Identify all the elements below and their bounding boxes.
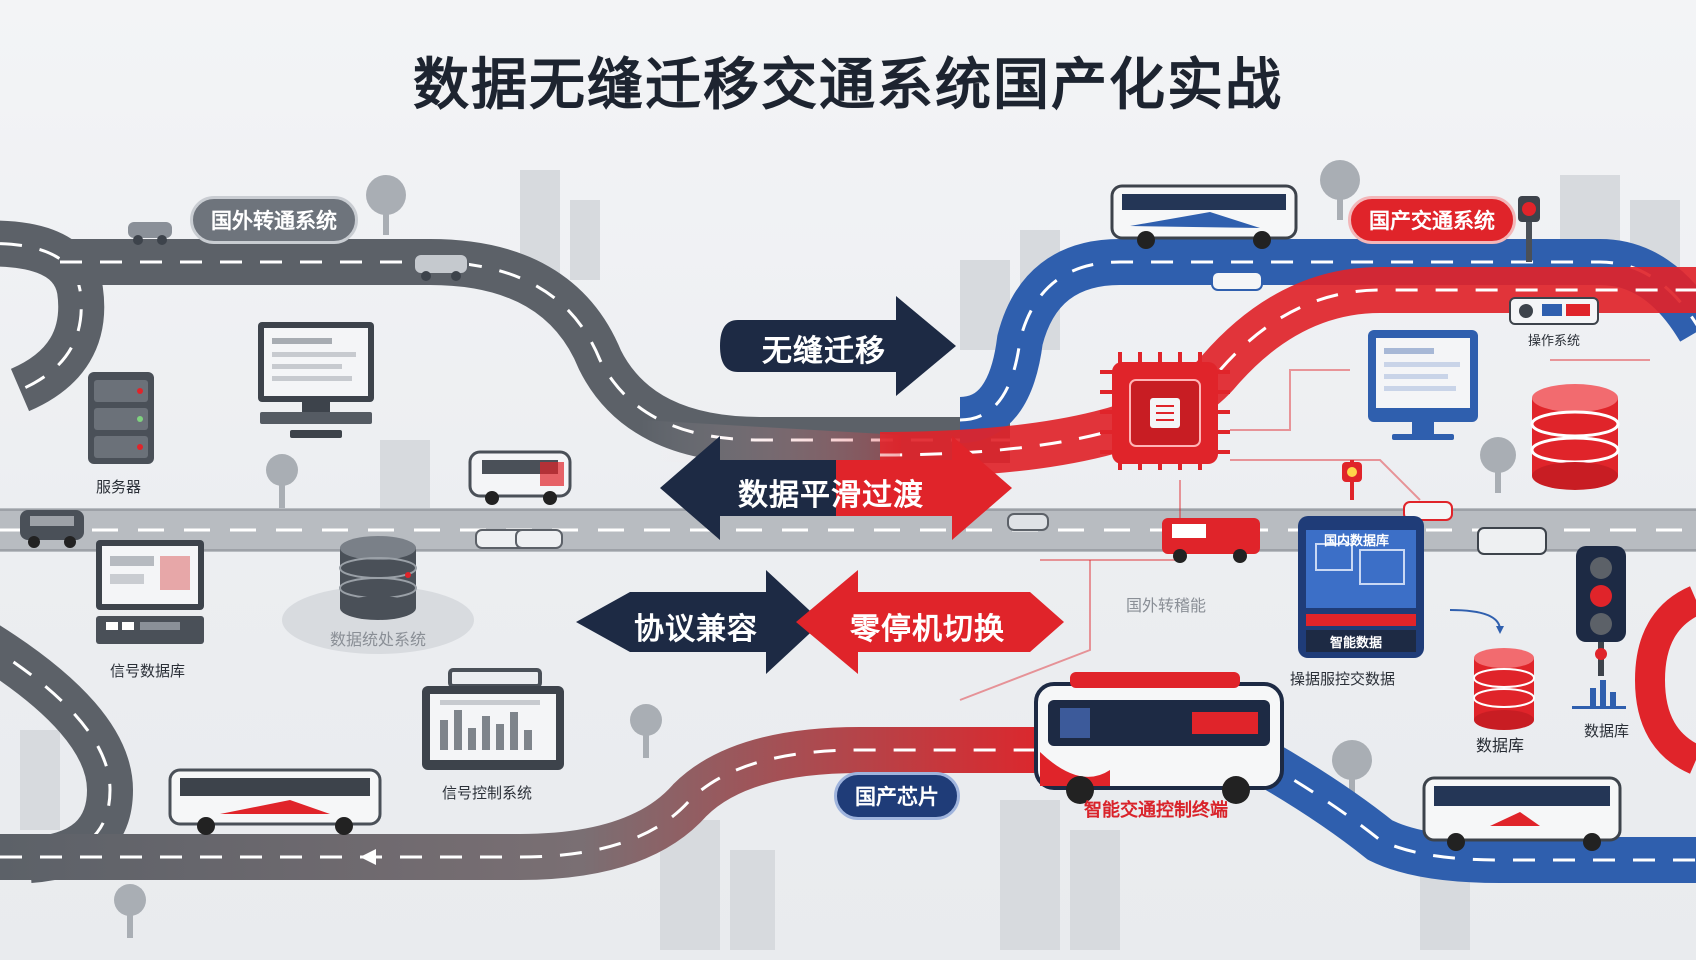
protocol-compat-label: 协议兼容 (634, 612, 758, 647)
server-icon (88, 372, 154, 464)
traffic-light-small (1342, 460, 1362, 500)
data-system-label: 数据统处系统 (330, 630, 427, 649)
gray-road-bottom (0, 625, 1060, 883)
blue-database-label: 数据库 (1584, 722, 1630, 740)
bus-bottom-right (1422, 776, 1622, 851)
monitor-icon (258, 322, 374, 438)
legacy-system-label: 国外转通系统 (190, 196, 358, 244)
white-cars-highway (475, 529, 563, 549)
traffic-light-right (1576, 546, 1626, 676)
circuit-lines (959, 359, 1650, 701)
right-monitor-icon (1368, 330, 1478, 440)
trees (114, 160, 1516, 938)
camera-device (1509, 297, 1599, 325)
traffic-light-top (1518, 196, 1540, 262)
blue-bars-icon (1572, 680, 1626, 709)
screen-bottom-label: 智能数据 (1330, 636, 1383, 651)
data-system-icon (282, 536, 474, 654)
data-platform-label: 操据服控交数据 (1290, 670, 1396, 688)
seamless-migration-label: 无缝迁移 (762, 334, 886, 369)
data-platform-screen (1298, 516, 1504, 658)
protocol-compat-arrow (576, 570, 822, 674)
van-left (20, 510, 84, 548)
smart-terminal-label: 智能交通控制终端 (1084, 800, 1228, 821)
domestic-chip-icon (1100, 352, 1230, 470)
signal-control-label: 信号控制系统 (442, 784, 533, 802)
operations-label: 操作系统 (1528, 334, 1581, 349)
smart-bus (1034, 672, 1284, 804)
smooth-transition-arrow (660, 436, 1012, 540)
server-label: 服务器 (96, 478, 142, 496)
page-title: 数据无缝迁移交通系统国产化实战 (413, 53, 1283, 118)
signal-database-icon (96, 540, 204, 644)
small-car-mid (1007, 513, 1049, 531)
screen-title: 国内数据库 (1324, 534, 1390, 549)
red-database-label: 数据库 (1476, 736, 1525, 755)
zero-downtime-arrow (796, 570, 1064, 674)
blue-road-bottom (1248, 740, 1696, 883)
domestic-chip-pill: 国产芯片 (834, 772, 960, 820)
gray-car-top (128, 222, 172, 245)
red-ring (1634, 586, 1696, 774)
signal-database-label: 信号数据库 (110, 662, 186, 680)
small-red-database-icon (1473, 648, 1535, 730)
seamless-migration-arrow (720, 296, 956, 396)
red-database-icon (1530, 384, 1620, 490)
zero-downtime-label: 零停机切换 (850, 612, 1005, 647)
signal-control-icon (422, 668, 564, 770)
van-right (1477, 527, 1547, 555)
car-blue-road (1211, 271, 1263, 291)
bus-top-right (1110, 184, 1298, 249)
minibus-left (468, 450, 572, 505)
small-car-right (1403, 501, 1453, 521)
bus-bottom-left (168, 768, 382, 835)
faded-legacy-sign: 国外转稽能 (1126, 596, 1207, 615)
gray-car-road (413, 253, 469, 281)
smooth-transition-label: 数据平滑过渡 (738, 478, 924, 513)
red-truck (1162, 518, 1260, 563)
domestic-system-label: 国产交通系统 (1348, 196, 1516, 244)
